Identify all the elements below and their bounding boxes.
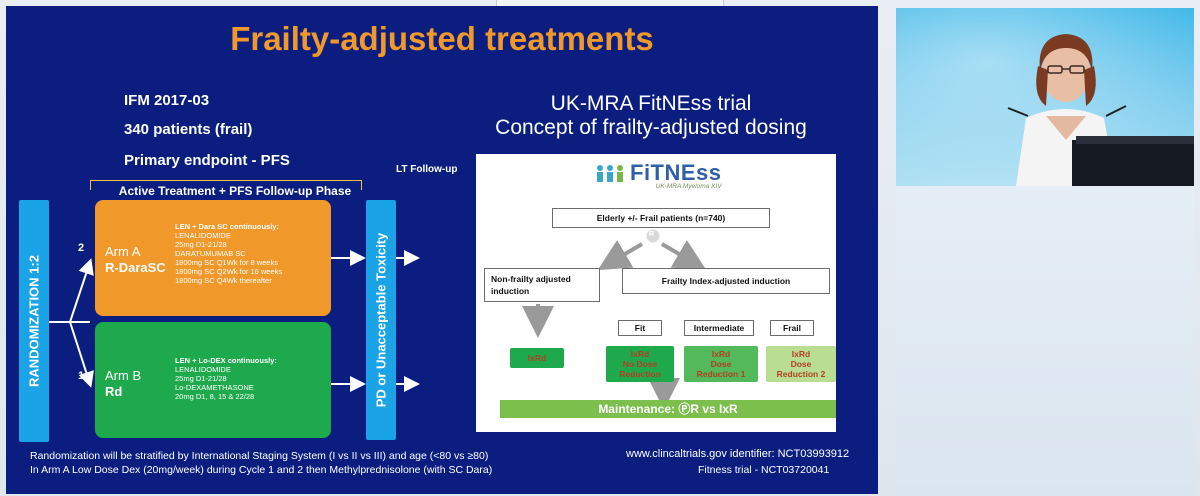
arm-a-details: LEN + Dara SC continuously: LENALIDOMIDE… bbox=[175, 222, 282, 285]
footer-ct-identifier: www.clincaltrials.gov identifier: NCT039… bbox=[626, 448, 850, 460]
phase-label: Active Treatment + PFS Follow-up Phase bbox=[118, 184, 352, 198]
footer-fitness-identifier: Fitness trial - NCT03720041 bbox=[698, 464, 830, 476]
frail-ixrd-line2: Dose bbox=[790, 359, 812, 369]
randomization-label: RANDOMIZATION 1:2 bbox=[26, 255, 42, 387]
maintenance-bar: Maintenance: ⓅR vs IxR bbox=[500, 400, 836, 418]
frail-box: Frail bbox=[770, 320, 814, 336]
phase-bracket bbox=[90, 180, 362, 190]
randomization-bar bbox=[19, 200, 49, 442]
int-ixrd-box: IxRd Dose Reduction 1 bbox=[684, 346, 758, 382]
int-ixrd-line2: Dose bbox=[710, 359, 732, 369]
arm-b-line: 20mg D1, 8, 15 & 22/28 bbox=[175, 392, 255, 401]
arm-a-line: 1800mg SC Q4Wk thereafter bbox=[175, 276, 272, 285]
split-upper bbox=[69, 258, 94, 323]
ixrd-box: IxRd bbox=[510, 348, 564, 368]
arm-a-line: 1800mg SC Q2Wk for 16 weeks bbox=[175, 267, 283, 276]
fitness-logo-text: FiTNEss bbox=[630, 160, 722, 185]
int-ixrd-line1: IxRd bbox=[711, 349, 731, 359]
fit-ixrd-box: IxRd No Dose Reduction bbox=[606, 346, 674, 382]
pd-toxicity-bar bbox=[366, 200, 396, 440]
pd-label-wrap: PD or Unacceptable Toxicity bbox=[366, 200, 396, 440]
arm-a-line: 1800mg SC Q1Wk for 8 weeks bbox=[175, 258, 278, 267]
arm-a-ratio: 2 bbox=[78, 242, 85, 254]
footer-arm-a-note: In Arm A Low Dose Dex (20mg/week) during… bbox=[30, 464, 493, 476]
ifm-endpoint: Primary endpoint - PFS bbox=[124, 152, 290, 169]
slide-title: Frailty-adjusted treatments bbox=[230, 20, 654, 57]
presentation-slide: Frailty-adjusted treatments IFM 2017-03 … bbox=[6, 6, 878, 494]
footer-stratification: Randomization will be stratified by Inte… bbox=[30, 450, 489, 462]
side-panel-background bbox=[896, 186, 1194, 496]
r-symbol: R bbox=[649, 231, 655, 238]
arm-b-box: Arm B Rd LEN + Lo-DEX continuously: LENA… bbox=[95, 322, 331, 438]
non-frailty-box: Non-frailty adjusted induction bbox=[484, 268, 600, 302]
speaker-video bbox=[896, 8, 1194, 186]
ukmra-line1: UK-MRA FitNEss trial bbox=[550, 92, 752, 115]
arm-b-line: Lo-DEXAMETHASONE bbox=[175, 383, 254, 392]
arm-a-line: 25mg D1-21/28 bbox=[175, 240, 227, 249]
split-lower bbox=[69, 321, 94, 388]
non-frailty-line2: induction bbox=[491, 286, 530, 296]
arm-b-line: LENALIDOMIDE bbox=[175, 365, 231, 374]
frail-ixrd-line3: Reduction 2 bbox=[776, 369, 826, 379]
arm-b-ratio: 1 bbox=[78, 370, 85, 382]
arm-b-line: 25mg D1-21/28 bbox=[175, 374, 227, 383]
ukmra-heading: UK-MRA FitNEss trial Concept of frailty-… bbox=[486, 92, 816, 140]
arm-b-name: Arm B bbox=[105, 368, 142, 383]
speaker-figure bbox=[896, 8, 1194, 186]
frailty-index-box: Frailty Index-adjusted induction bbox=[622, 268, 830, 294]
fit-ixrd-line3: Reduction bbox=[619, 369, 661, 379]
arm-a-header: LEN + Dara SC continuously: bbox=[175, 222, 279, 231]
people-icon bbox=[597, 165, 623, 182]
int-ixrd-line3: Reduction 1 bbox=[696, 369, 746, 379]
fit-box: Fit bbox=[618, 320, 662, 336]
arm-a-code: R-DaraSC bbox=[105, 260, 166, 275]
fitness-logo: FiTNEss UK-MRA Myeloma XIV bbox=[592, 160, 722, 190]
frail-ixrd-box: IxRd Dose Reduction 2 bbox=[766, 346, 836, 382]
ukmra-line2: Concept of frailty-adjusted dosing bbox=[495, 116, 807, 139]
arm-a-box: Arm A R-DaraSC LEN + Dara SC continuousl… bbox=[95, 200, 331, 316]
pd-toxicity-label: PD or Unacceptable Toxicity bbox=[373, 232, 389, 408]
arm-a-line: LENALIDOMIDE bbox=[175, 231, 231, 240]
non-frailty-line1: Non-frailty adjusted bbox=[491, 274, 571, 284]
arm-a-name: Arm A bbox=[105, 244, 141, 259]
fitness-arrows bbox=[522, 165, 707, 410]
fitness-logo-sub: UK-MRA Myeloma XIV bbox=[655, 183, 722, 190]
frail-ixrd-line1: IxRd bbox=[791, 349, 811, 359]
randomization-label-wrap: RANDOMIZATION 1:2 bbox=[19, 200, 49, 442]
intermediate-box: Intermediate bbox=[684, 320, 754, 336]
diagram-connectors bbox=[49, 250, 420, 392]
arm-a-line: DARATUMUMAB SC bbox=[175, 249, 246, 258]
ifm-study: IFM 2017-03 bbox=[124, 92, 210, 109]
arm-b-details: LEN + Lo-DEX continuously: LENALIDOMIDE … bbox=[175, 356, 277, 401]
arm-b-code: Rd bbox=[105, 384, 123, 399]
ifm-patients: 340 patients (frail) bbox=[124, 121, 253, 138]
fit-ixrd-line2: No Dose bbox=[622, 359, 658, 369]
arm-b-header: LEN + Lo-DEX continuously: bbox=[175, 356, 277, 365]
lt-followup-label: LT Follow-up bbox=[396, 164, 458, 175]
fitness-diagram: FiTNEss UK-MRA Myeloma XIV R Elderly +/-… bbox=[476, 154, 836, 432]
fit-ixrd-line1: IxRd bbox=[630, 349, 650, 359]
elderly-box: Elderly +/- Frail patients (n=740) bbox=[552, 208, 770, 228]
